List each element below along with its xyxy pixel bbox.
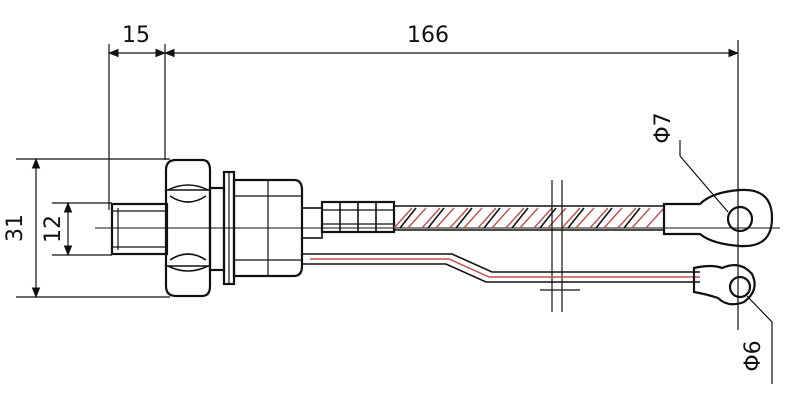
dim-total-length: 166 <box>407 23 449 48</box>
dim-cathode-hole-diameter: Φ6 <box>741 340 766 371</box>
connector-block <box>301 200 396 239</box>
dim-gate-hole-diameter: Φ7 <box>651 112 676 143</box>
gate-terminal-lug <box>662 140 774 248</box>
threaded-stud <box>110 202 169 256</box>
housing <box>232 178 304 278</box>
dim-stud-length: 15 <box>122 23 150 48</box>
twisted-gate-wire <box>393 205 665 231</box>
cathode-terminal-lug <box>692 263 773 384</box>
dim-hex-height: 31 <box>3 214 28 242</box>
hex-nut <box>164 158 212 298</box>
dimension-lines <box>16 40 740 330</box>
break-lines <box>540 180 580 312</box>
dim-stud-diameter: 12 <box>41 215 66 243</box>
cathode-wire <box>302 253 700 283</box>
